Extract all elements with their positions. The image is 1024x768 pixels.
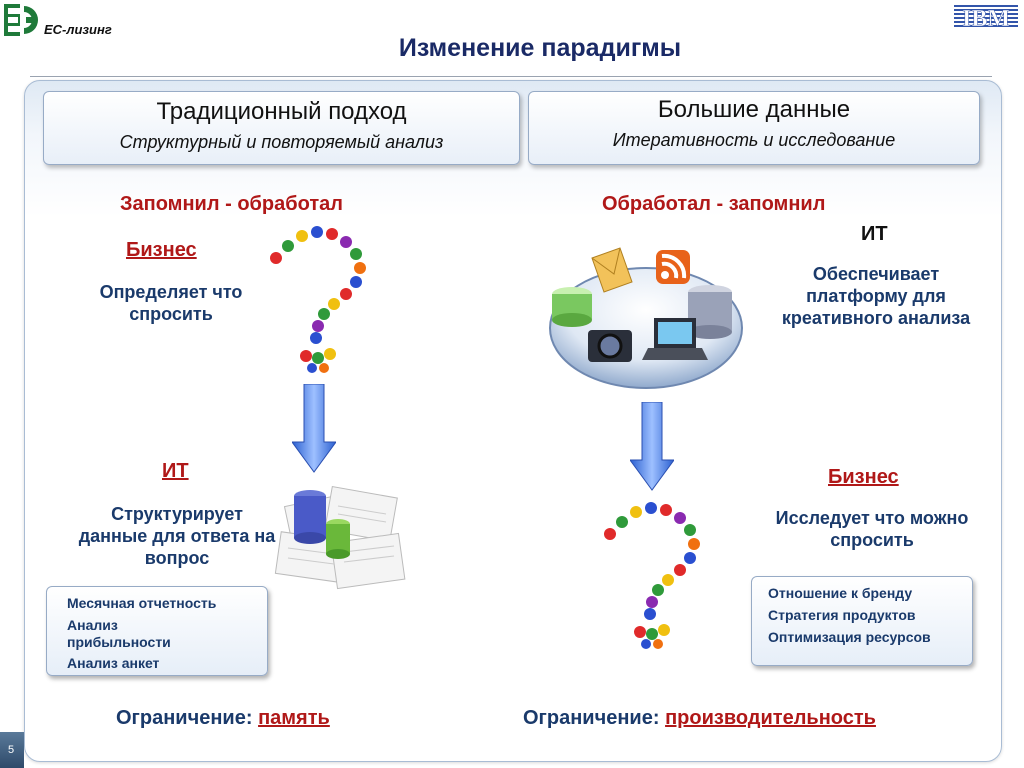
corner-decoration [0,732,24,768]
people-question-mark-icon-right [604,502,700,649]
right-business-text: Исследует что можно спросить [775,508,969,550]
traditional-examples-list: Месячная отчетность Анализ прибыльности … [46,586,268,676]
traditional-approach-header: Традиционный подход Структурный и повтор… [43,91,520,165]
left-limitation: Ограничение: память [116,707,330,730]
people-question-mark-icon [270,226,366,373]
left-limitation-label: Ограничение: [116,707,253,729]
list-item: Анализ анкет [67,655,160,671]
left-principle: Запомнил - обработал [120,193,343,215]
structured-database-icon [274,486,406,590]
right-limitation-value: производительность [665,707,876,729]
down-arrow-icon-right [630,402,674,491]
list-item: Отношение к бренду [768,585,913,601]
ibm-logo: IBM [954,5,1018,30]
big-data-examples-list: Отношение к бренду Стратегия продуктов О… [751,576,973,666]
right-limitation: Ограничение: производительность [523,707,876,730]
down-arrow-icon-left [292,384,336,473]
left-limitation-value: память [258,707,330,729]
right-limitation-label: Ограничение: [523,707,660,729]
left-business-text: Определяет что спросить [99,282,243,324]
page-number: 5 [8,744,15,756]
big-data-heading: Большие данные [657,96,851,123]
right-business-label: Бизнес [828,466,899,488]
svg-text:IBM: IBM [962,6,1010,30]
list-item: Месячная отчетность [67,595,217,611]
list-item: Анализ прибыльности [67,617,171,650]
page-title: Изменение парадигмы [398,34,682,62]
title-divider [30,76,992,77]
big-data-header: Большие данные Итеративность и исследова… [528,91,980,165]
data-sources-platter-icon [549,247,743,389]
right-principle: Обработал - запомнил [602,193,826,215]
left-business-label: Бизнес [126,239,197,261]
logo-text: ЕС-лизинг [44,22,112,37]
traditional-subheading: Структурный и повторяемый анализ [119,132,444,152]
big-data-subheading: Итеративность и исследование [612,130,896,150]
left-it-text: Структурирует данные для ответа на вопро… [78,504,276,568]
list-item: Стратегия продуктов [768,607,916,623]
company-logo-icon [4,4,38,36]
left-it-label: ИТ [162,460,189,482]
traditional-heading: Традиционный подход [156,98,407,125]
right-it-label: ИТ [861,223,888,245]
right-it-text: Обеспечивает платформу для креативного а… [781,264,971,328]
list-item: Оптимизация ресурсов [768,629,931,645]
